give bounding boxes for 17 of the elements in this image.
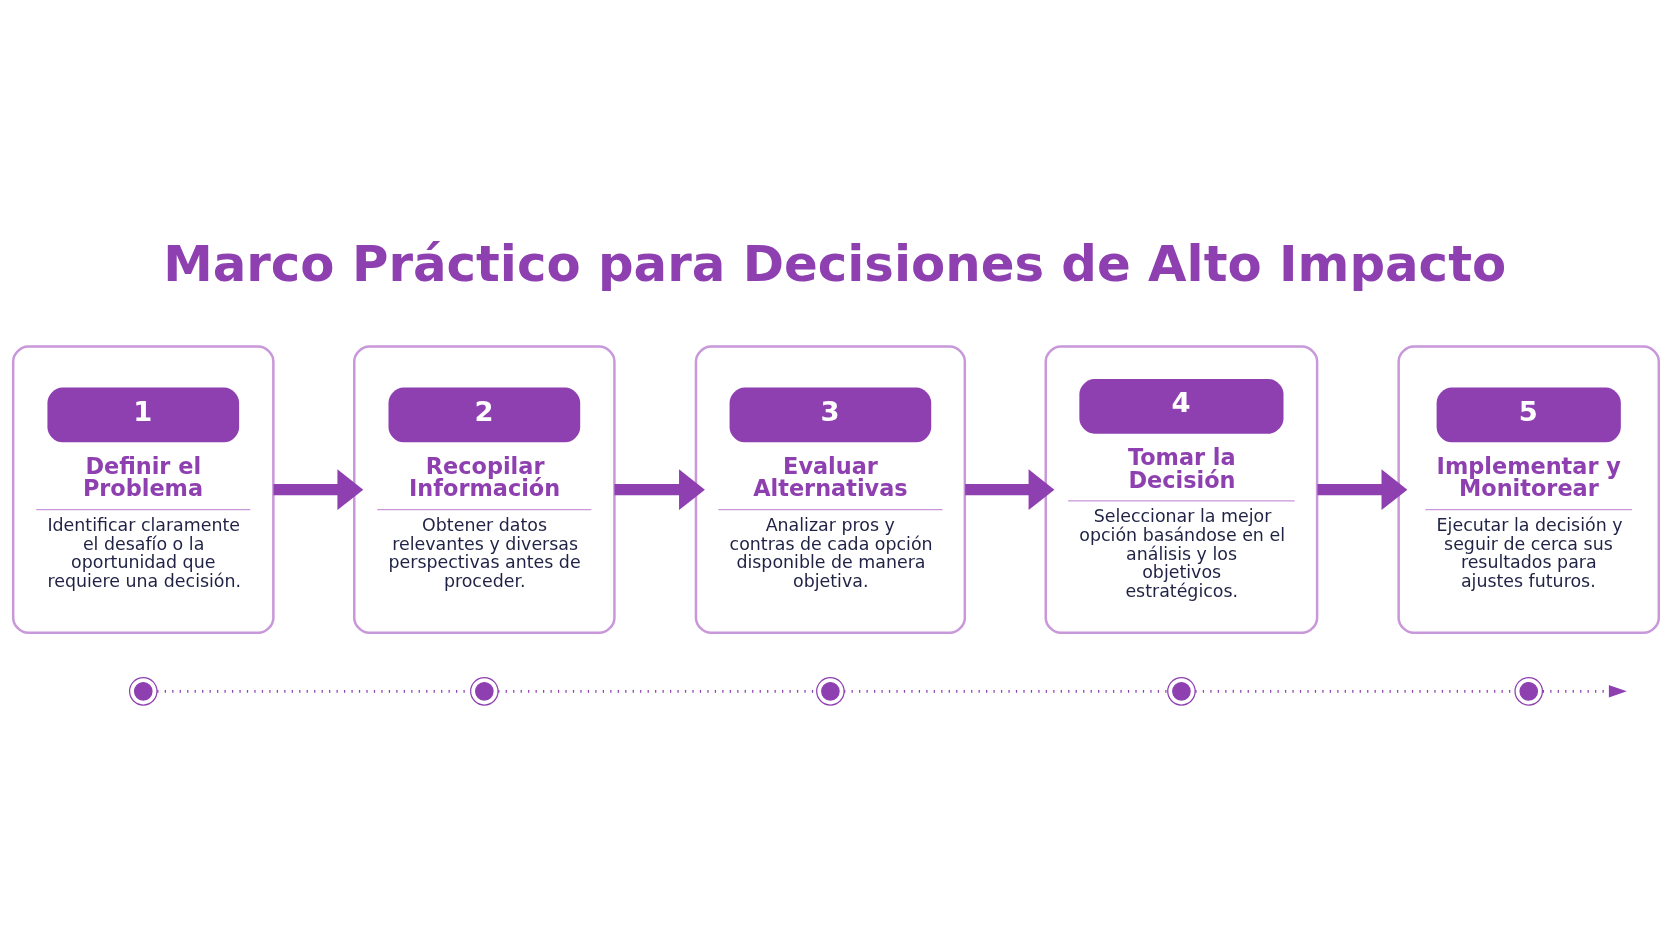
arrow [614,468,705,510]
node-box: 1 Definir el Problema Identificar claramente el desafío o la oportunidad que requiere una decisión. [11,344,275,634]
node-circle [1167,676,1196,706]
node-box: 5 Implementar y Monitorear Ejecutar la decisión y seguir de cerca sus resultados para ajustes futuros. [1397,344,1661,634]
arrow [1542,684,1627,698]
node-box: 4 Tomar la Decisión Seleccionar la mejor opción basándose en el análisis y los objetivos estratégicos. [1044,344,1319,634]
arrow [273,468,364,510]
node-circle [816,676,845,706]
node-box: 3 Evaluar Alternativas Analizar pros y contras de cada opción disponible de manera objetiva. [694,344,967,634]
arrow [965,468,1055,510]
arrow [1317,468,1408,510]
node-circle [470,676,499,706]
diagram-title: Marco Práctico para Decisiones de Alto Impacto [163,234,1507,293]
node-circle [128,676,158,706]
node-box: 2 Recopilar Información Obtener datos relevantes y diversas perspectivas antes de proceder. [353,344,616,634]
node-circle [1514,676,1544,706]
connector [844,689,1168,693]
